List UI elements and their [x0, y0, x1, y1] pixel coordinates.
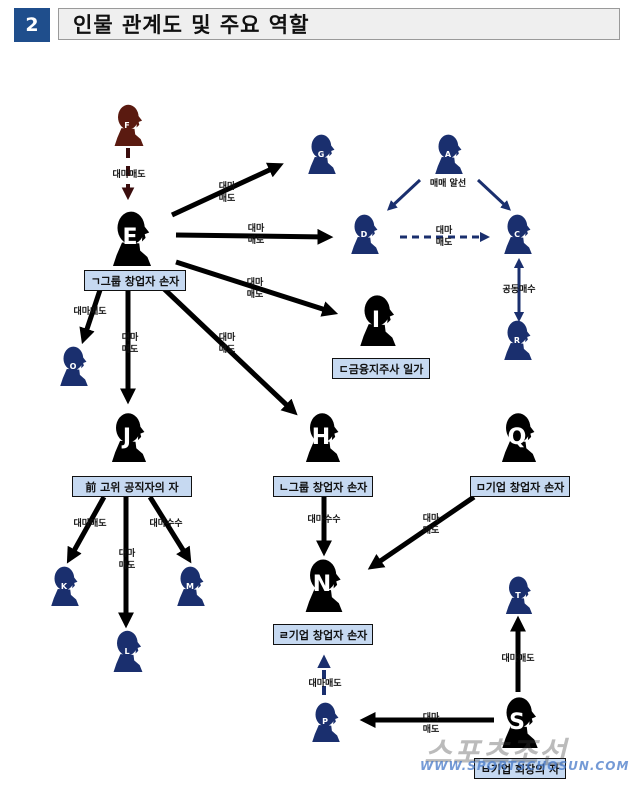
node-letter-r: R [514, 336, 520, 345]
section-header: 2 인물 관계도 및 주요 역할 [14, 8, 620, 42]
edge-label-e-i-2: 매도 [247, 288, 264, 300]
edge-label-c-r: 공동매수 [502, 283, 535, 295]
node-letter-k: K [61, 582, 68, 591]
node-letter-m: M [186, 582, 194, 591]
node-letter-d: D [361, 230, 368, 239]
edge-label-e-g-2: 매도 [219, 192, 236, 204]
node-letter-j: J [121, 425, 131, 450]
node-letter-t: T [515, 591, 521, 600]
node-letter-g: G [318, 150, 325, 159]
edge-label-e-d-1: 대마 [248, 222, 265, 234]
arrow-e-h [158, 283, 298, 416]
edge-label-h-n: 대마수수 [307, 513, 340, 525]
role-label-i: ㄷ금융지주사 일가 [332, 358, 430, 379]
edge-label-a-dc: 매매 알선 [430, 177, 466, 189]
node-letter-a: A [445, 150, 452, 159]
section-title: 인물 관계도 및 주요 역할 [58, 8, 620, 40]
edge-label-j-l-1: 대마 [119, 547, 136, 559]
edge-label-e-g-1: 대마 [219, 180, 236, 192]
edge-label-q-n-1: 대마 [423, 512, 440, 524]
edge-label-d-c-1: 대마 [436, 224, 453, 236]
edge-label-e-j-2: 매도 [122, 343, 139, 355]
edge-label-e-o: 대마매도 [73, 305, 107, 317]
arrow-e-i [175, 259, 339, 317]
arrow-e-d [175, 228, 334, 245]
node-letter-o: O [70, 362, 77, 371]
node-letter-q: Q [508, 425, 527, 450]
edge-label-s-p-1: 대마 [423, 711, 440, 723]
edge-label-j-l-2: 매도 [119, 559, 136, 571]
arrow-a-d [387, 178, 422, 211]
role-label-s: ㅂ기업 회장의 자 [474, 758, 566, 779]
edge-label-j-m: 대마수수 [149, 517, 182, 529]
node-letter-s: S [509, 710, 525, 735]
role-label-h: ㄴ그룹 창업자 손자 [273, 476, 373, 497]
node-letter-n: N [313, 572, 331, 597]
role-label-e: ㄱ그룹 창업자 손자 [84, 270, 186, 291]
edge-label-s-p-2: 매도 [423, 723, 440, 735]
role-label-q: ㅁ기업 창업자 손자 [470, 476, 570, 497]
edge-label-f-e: 대마매도 [112, 168, 146, 180]
edge-label-e-i-1: 대마 [247, 276, 264, 288]
node-letter-f: F [124, 121, 129, 130]
edge-label-j-k: 대마매도 [73, 517, 107, 529]
edge-label-p-n: 대마매도 [308, 677, 342, 689]
role-label-n: ㄹ기업 창업자 손자 [273, 624, 373, 645]
edge-label-e-d-2: 매도 [248, 234, 265, 246]
edge-label-e-h-1: 대마 [219, 331, 236, 343]
node-letter-i: I [372, 308, 380, 333]
edge-label-q-n-2: 매도 [423, 524, 440, 536]
arrow-q-n [367, 494, 476, 570]
node-letter-h: H [312, 425, 330, 450]
arrow-e-o [79, 289, 103, 345]
arrow-e-g [170, 162, 284, 218]
edge-label-d-c-2: 매도 [436, 236, 453, 248]
node-letter-l: L [124, 647, 129, 656]
edge-label-e-j-1: 대마 [122, 331, 139, 343]
section-number-badge: 2 [14, 8, 50, 42]
node-letter-c: C [514, 230, 520, 239]
arrow-j-k [66, 495, 107, 564]
arrow-a-c [476, 178, 511, 211]
role-label-j: 前 고위 공직자의 자 [72, 476, 192, 497]
edge-label-s-t: 대마매도 [501, 652, 535, 664]
arrow-j-m [147, 495, 192, 564]
node-letter-p: P [322, 717, 328, 726]
node-letter-e: E [122, 225, 137, 250]
edge-label-e-h-2: 매도 [219, 343, 236, 355]
